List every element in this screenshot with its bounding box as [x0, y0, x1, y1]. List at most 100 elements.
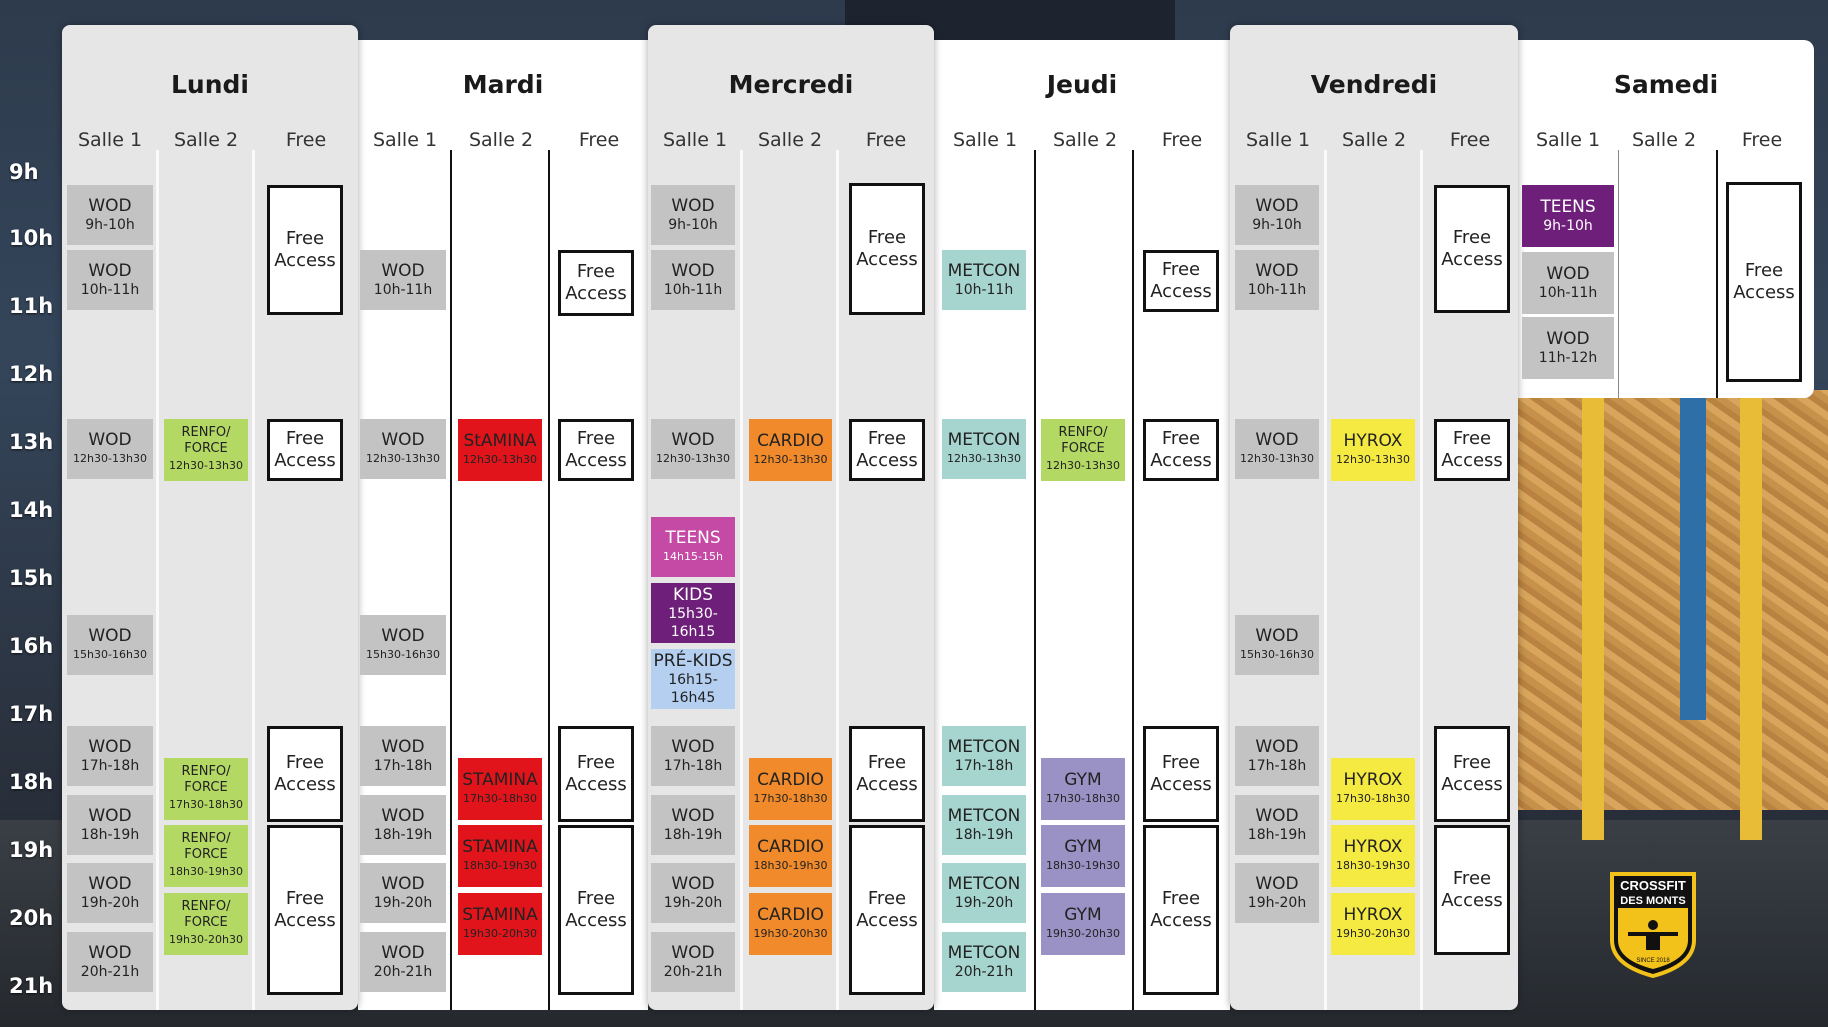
day-title: Vendredi: [1310, 70, 1438, 99]
room-header: Salle 2: [1341, 129, 1407, 151]
session-time: 17h-18h: [373, 758, 433, 774]
free-access-block[interactable]: Free Access: [1434, 419, 1510, 481]
free-access-block[interactable]: Free Access: [849, 183, 925, 315]
free-access-block[interactable]: Free Access: [558, 250, 634, 316]
free-access-block[interactable]: Free Access: [267, 825, 343, 995]
session-time: 15h30-16h30: [1240, 648, 1314, 661]
free-access-block[interactable]: Free Access: [1434, 825, 1510, 955]
free-access-block[interactable]: Free Access: [1143, 726, 1219, 822]
free-access-block[interactable]: Free Access: [1143, 825, 1219, 995]
column-divider: [1132, 150, 1134, 1010]
session-name: WOD: [88, 196, 132, 216]
day-title: Samedi: [1613, 70, 1719, 99]
free-access-block[interactable]: Free Access: [1143, 419, 1219, 481]
free-access-block[interactable]: Free Access: [558, 825, 634, 995]
free-access-block[interactable]: Free Access: [1143, 250, 1219, 312]
session-name: WOD: [88, 430, 132, 450]
free-access-block[interactable]: Free Access: [849, 825, 925, 995]
session-name: RENFO/ FORCE: [181, 899, 231, 930]
free-access-block[interactable]: Free Access: [558, 726, 634, 822]
day-title: Mercredi: [728, 70, 854, 99]
free-access-block[interactable]: Free Access: [1434, 726, 1510, 822]
free-access-block[interactable]: Free Access: [1726, 182, 1802, 382]
column-divider: [1324, 150, 1327, 1010]
free-access-block[interactable]: Free Access: [267, 726, 343, 822]
free-access-block[interactable]: Free Access: [267, 419, 343, 481]
free-access-block[interactable]: Free Access: [1434, 185, 1510, 313]
free-access-block[interactable]: Free Access: [267, 185, 343, 315]
session-name: WOD: [1546, 329, 1590, 349]
session-time: 12h30-13h30: [169, 459, 243, 472]
session-time: 17h-18h: [1247, 758, 1307, 774]
session-time: 12h30-13h30: [366, 452, 440, 465]
free-access-block[interactable]: Free Access: [849, 419, 925, 481]
session-time: 20h-21h: [663, 964, 723, 980]
free-access-block[interactable]: Free Access: [558, 419, 634, 481]
session-time: 15h30-16h30: [366, 648, 440, 661]
free-access-block[interactable]: Free Access: [849, 726, 925, 822]
session-name: HYROX: [1343, 837, 1403, 857]
